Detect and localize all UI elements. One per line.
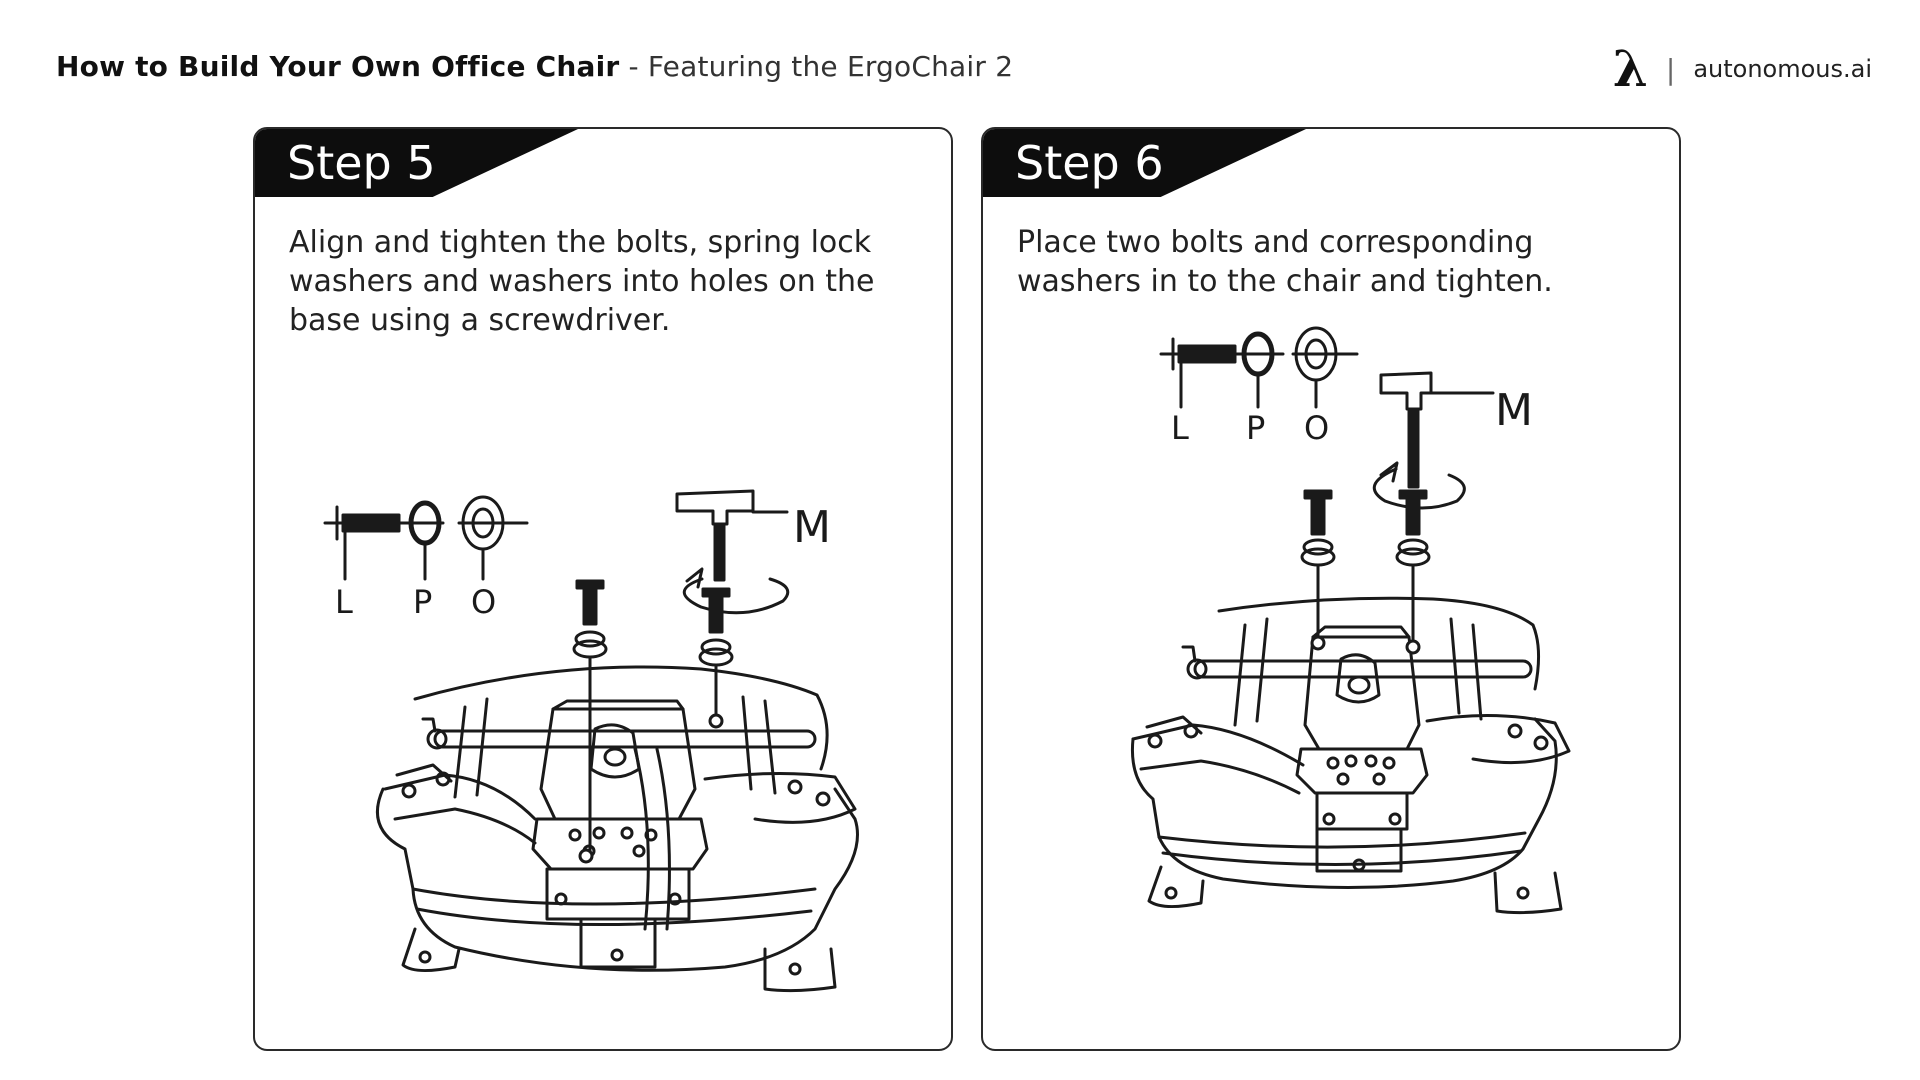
part-label-p: P: [1246, 409, 1265, 447]
part-label-m: M: [1495, 385, 1533, 436]
step-5-card: Step 5 Align and tighten the bolts, spri…: [253, 127, 953, 1051]
step-title: Step 6: [1015, 136, 1164, 190]
step-5-illustration: L P O M: [323, 489, 859, 993]
step-instructions: Align and tighten the bolts, spring lock…: [289, 225, 875, 338]
rotation-arrow-icon: [682, 567, 790, 615]
bolt-icon: [1395, 489, 1431, 645]
page-subtitle: - Featuring the ErgoChair 2: [619, 50, 1014, 83]
spring-washer-icon: [408, 500, 442, 581]
part-label-m: M: [793, 502, 831, 553]
chair-base-mechanism: [375, 665, 859, 993]
bolt-icon: [323, 505, 445, 581]
brand-name: autonomous.ai: [1693, 55, 1872, 83]
part-label-o: O: [1304, 409, 1329, 447]
rotation-arrow-icon: [1372, 461, 1466, 510]
part-label-l: L: [335, 583, 353, 621]
bolt-icon: [1159, 337, 1285, 409]
step-instructions: Place two bolts and corresponding washer…: [1017, 225, 1553, 299]
bolt-icon: [1300, 489, 1336, 641]
washer-icon: [1291, 326, 1359, 409]
page-title: How to Build Your Own Office Chair: [56, 50, 620, 83]
washer-icon: [457, 495, 529, 581]
chair-base-mechanism: [1130, 596, 1571, 915]
step-6-illustration: L P O M: [1130, 326, 1571, 915]
step-6-card: Step 6 Place two bolts and corresponding…: [981, 127, 1681, 1051]
brand[interactable]: λ | autonomous.ai: [1613, 44, 1872, 94]
lambda-logo-icon: λ: [1612, 39, 1648, 98]
part-label-o: O: [471, 583, 496, 621]
brand-divider: |: [1665, 52, 1676, 86]
step-title: Step 5: [287, 136, 436, 190]
spring-washer-icon: [1241, 331, 1275, 409]
page-header: How to Build Your Own Office Chair - Fea…: [56, 50, 1013, 83]
part-label-p: P: [413, 583, 432, 621]
screwdriver-icon: [675, 489, 789, 582]
screwdriver-icon: [1379, 371, 1495, 489]
bolt-icon: [572, 579, 608, 859]
bolt-icon: [698, 587, 734, 719]
part-label-l: L: [1171, 409, 1189, 447]
